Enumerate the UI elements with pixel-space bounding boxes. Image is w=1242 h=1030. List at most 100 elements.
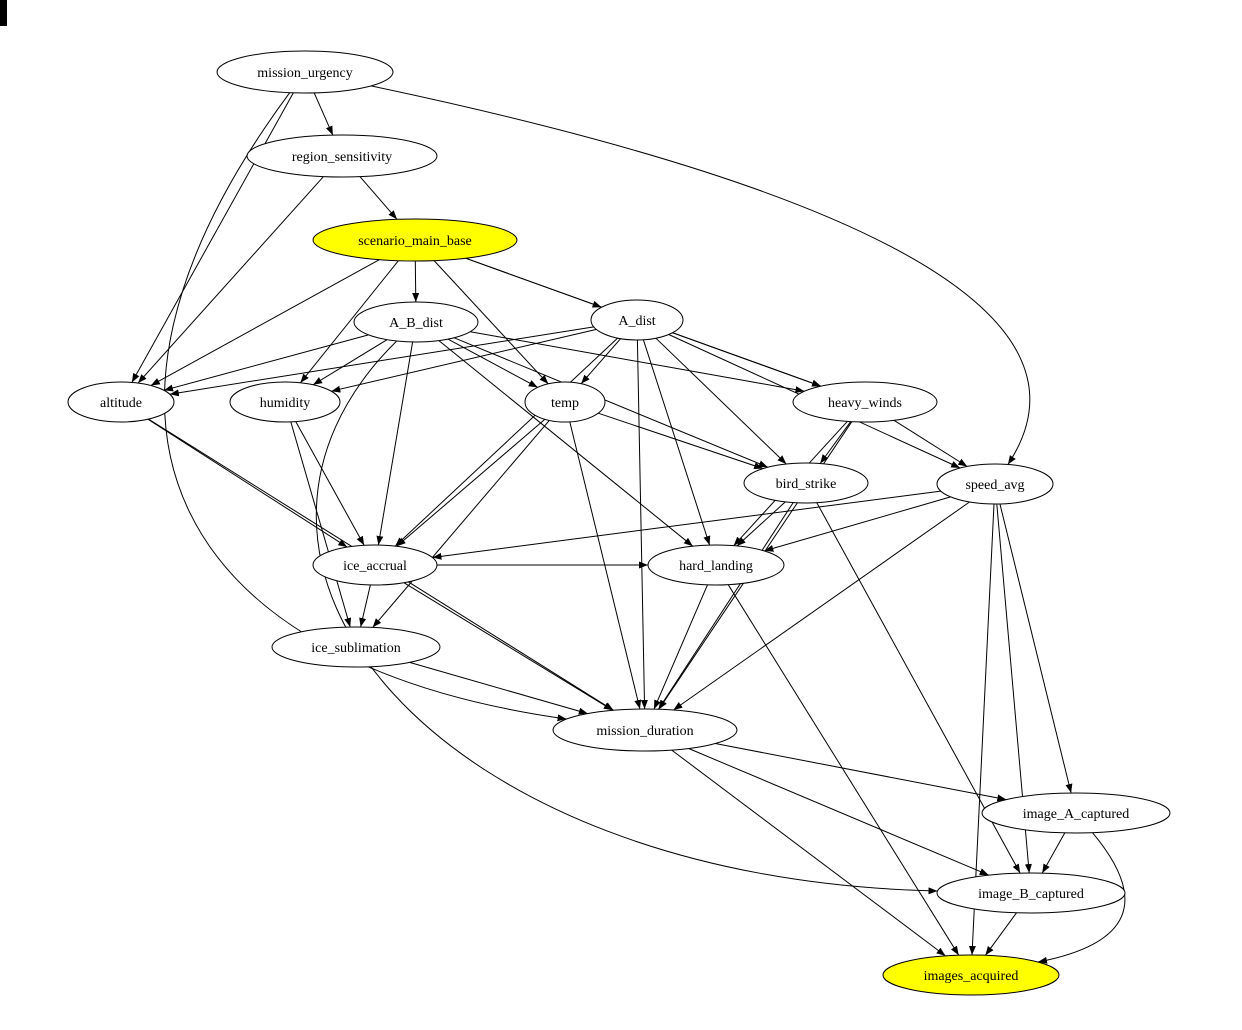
edge-mission_urgency-to-speed_avg (370, 85, 1031, 465)
edge-ice_accrual-to-mission_duration (403, 582, 614, 711)
node-bird_strike[interactable]: bird_strike (743, 462, 869, 504)
edge-temp-to-bird_strike (598, 412, 764, 470)
node-ellipse-bird_strike[interactable] (743, 462, 869, 504)
node-ellipse-ice_sublimation[interactable] (271, 626, 441, 668)
edge-mission_urgency-to-region_sensitivity (313, 92, 334, 136)
node-scenario_main_base[interactable]: scenario_main_base (312, 218, 518, 262)
edge-scenario_main_base-to-temp (433, 260, 549, 385)
node-ellipse-mission_duration[interactable] (552, 708, 738, 752)
node-label-ice_accrual: ice_accrual (343, 559, 407, 574)
edge-bird_strike-to-mission_duration (658, 502, 794, 710)
edge-scenario_main_base-to-altitude (150, 259, 380, 386)
node-ellipse-mission_urgency[interactable] (216, 50, 394, 94)
edge-mission_duration-to-image_A_captured (715, 743, 1007, 802)
edge-A_B_dist-to-bird_strike (454, 337, 768, 468)
edge-A_dist-to-mission_duration (636, 339, 648, 710)
node-label-image_B_captured: image_B_captured (978, 887, 1084, 902)
node-label-A_B_dist: A_B_dist (389, 316, 443, 331)
edge-speed_avg-to-ice_accrual (432, 490, 941, 560)
node-label-hard_landing: hard_landing (679, 559, 753, 574)
node-ellipse-A_B_dist[interactable] (353, 301, 479, 343)
edge-A_dist-to-ice_accrual (394, 337, 618, 547)
node-label-altitude: altitude (100, 396, 142, 411)
node-label-temp: temp (551, 396, 579, 411)
edge-A_dist-to-bird_strike (655, 337, 787, 465)
node-ice_sublimation[interactable]: ice_sublimation (271, 626, 441, 668)
node-A_B_dist[interactable]: A_B_dist (353, 301, 479, 343)
node-ellipse-images_acquired[interactable] (882, 954, 1060, 996)
edge-A_B_dist-to-temp (447, 338, 538, 388)
node-ellipse-speed_avg[interactable] (936, 463, 1054, 505)
node-images_acquired[interactable]: images_acquired (882, 954, 1060, 996)
edge-mission_duration-to-image_B_captured (688, 748, 989, 876)
edge-heavy_winds-to-bird_strike (819, 421, 852, 464)
node-label-speed_avg: speed_avg (965, 478, 1024, 493)
edge-A_B_dist-to-ice_accrual (376, 341, 414, 546)
node-ellipse-humidity[interactable] (229, 381, 341, 423)
edge-region_sensitivity-to-altitude (137, 176, 324, 384)
node-label-image_A_captured: image_A_captured (1023, 807, 1130, 822)
node-image_B_captured[interactable]: image_B_captured (936, 872, 1126, 914)
edge-temp-to-ice_accrual (396, 418, 546, 547)
edge-A_dist-to-hard_landing (642, 339, 711, 546)
edge-mission_duration-to-images_acquired (671, 749, 946, 957)
node-ellipse-temp[interactable] (524, 381, 606, 423)
node-ellipse-A_dist[interactable] (590, 299, 684, 341)
edge-bird_strike-to-hard_landing (736, 501, 786, 547)
node-altitude[interactable]: altitude (67, 381, 175, 423)
node-ellipse-hard_landing[interactable] (647, 544, 785, 586)
node-label-humidity: humidity (260, 396, 311, 411)
node-label-scenario_main_base: scenario_main_base (358, 234, 472, 249)
node-ellipse-image_B_captured[interactable] (936, 872, 1126, 914)
node-image_A_captured[interactable]: image_A_captured (981, 792, 1171, 834)
edge-A_dist-to-altitude (169, 326, 594, 397)
node-mission_duration[interactable]: mission_duration (552, 708, 738, 752)
node-mission_urgency[interactable]: mission_urgency (216, 50, 394, 94)
node-label-images_acquired: images_acquired (924, 969, 1019, 984)
node-speed_avg[interactable]: speed_avg (936, 463, 1054, 505)
edge-mission_urgency-to-altitude (131, 92, 294, 383)
edge-image_A_captured-to-image_B_captured (1041, 832, 1066, 874)
edge-ice_accrual-to-ice_sublimation (359, 584, 371, 628)
node-ellipse-region_sensitivity[interactable] (246, 134, 438, 178)
node-A_dist[interactable]: A_dist (590, 299, 684, 341)
node-heavy_winds[interactable]: heavy_winds (792, 381, 938, 423)
edge-speed_avg-to-image_A_captured (999, 503, 1073, 794)
node-label-bird_strike: bird_strike (776, 477, 837, 492)
edge-scenario_main_base-to-A_B_dist (412, 260, 420, 303)
node-ellipse-image_A_captured[interactable] (981, 792, 1171, 834)
edge-A_B_dist-to-altitude (163, 334, 369, 392)
node-ice_accrual[interactable]: ice_accrual (312, 544, 438, 586)
edge-heavy_winds-to-speed_avg (893, 419, 968, 467)
edge-hard_landing-to-mission_duration (653, 584, 708, 710)
node-ellipse-scenario_main_base[interactable] (312, 218, 518, 262)
edge-A_B_dist-to-hard_landing (438, 340, 694, 547)
edge-hard_landing-to-images_acquired (727, 584, 960, 956)
edge-ice_sublimation-to-mission_duration (409, 661, 588, 715)
edge-mission_urgency-to-mission_duration (164, 92, 567, 722)
node-label-A_dist: A_dist (618, 314, 655, 329)
node-ellipse-heavy_winds[interactable] (792, 381, 938, 423)
node-label-ice_sublimation: ice_sublimation (311, 641, 400, 656)
node-ellipse-ice_accrual[interactable] (312, 544, 438, 586)
edge-A_dist-to-heavy_winds (672, 332, 822, 387)
node-ellipse-altitude[interactable] (67, 381, 175, 423)
edge-humidity-to-ice_accrual (295, 421, 365, 546)
node-region_sensitivity[interactable]: region_sensitivity (246, 134, 438, 178)
node-label-mission_duration: mission_duration (596, 724, 693, 739)
node-hard_landing[interactable]: hard_landing (647, 544, 785, 586)
edge-speed_avg-to-mission_duration (673, 501, 970, 711)
edge-A_B_dist-to-humidity (312, 339, 388, 386)
edge-region_sensitivity-to-scenario_main_base (359, 176, 398, 220)
edge-image_B_captured-to-images_acquired (984, 912, 1017, 956)
node-humidity[interactable]: humidity (229, 381, 341, 423)
node-label-region_sensitivity: region_sensitivity (292, 150, 392, 165)
node-label-mission_urgency: mission_urgency (257, 66, 352, 81)
edge-A_B_dist-to-image_B_captured (315, 340, 938, 895)
edge-A_dist-to-temp (580, 338, 621, 385)
node-label-heavy_winds: heavy_winds (828, 396, 902, 411)
edge-speed_avg-to-hard_landing (764, 496, 951, 552)
node-temp[interactable]: temp (524, 381, 606, 423)
